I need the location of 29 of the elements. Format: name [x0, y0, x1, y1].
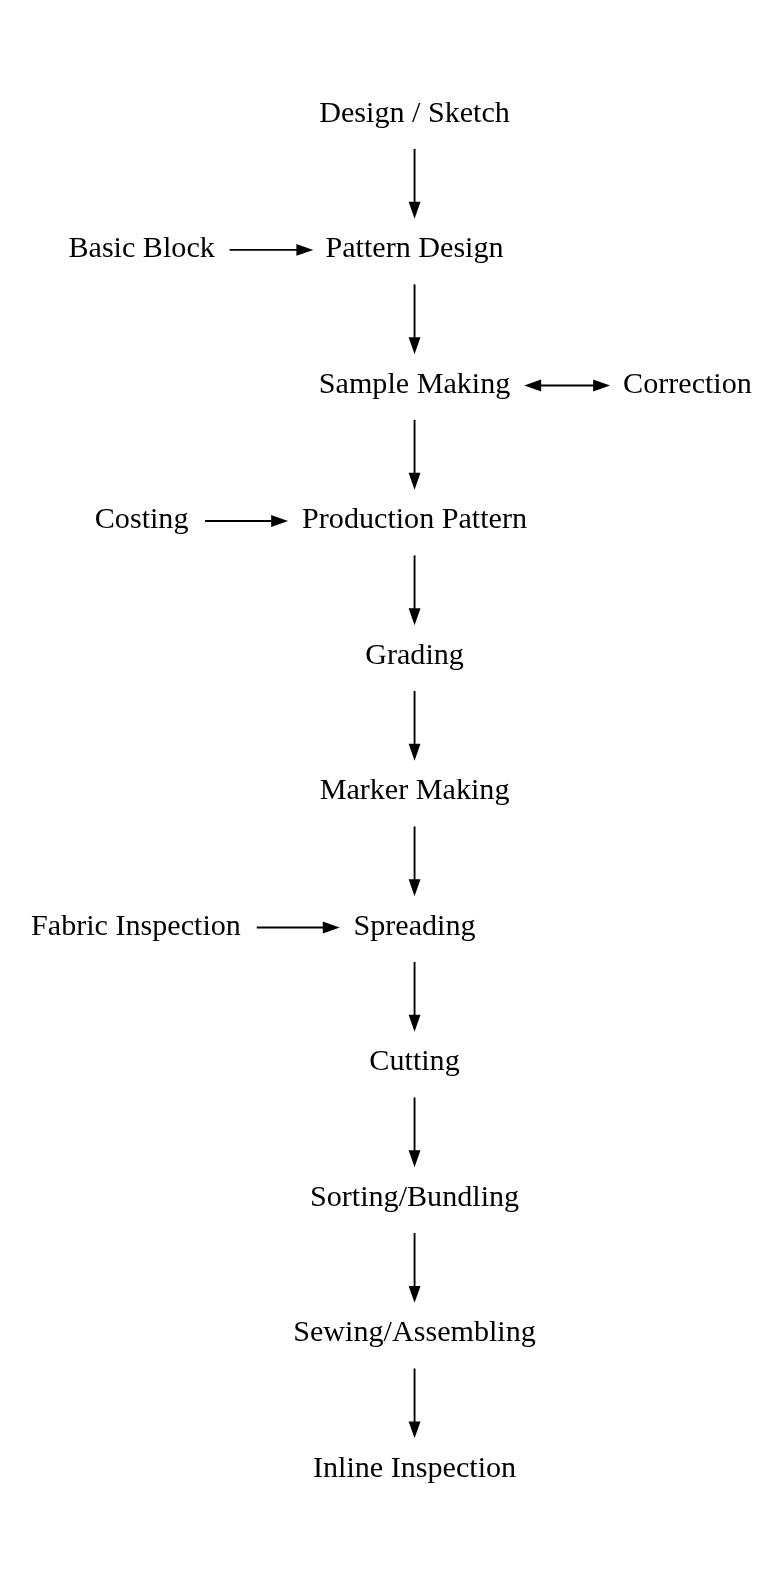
- node-text: Sorting/Bundling: [309, 1178, 520, 1213]
- node-text: Inline Inspection: [312, 1449, 517, 1484]
- node-text: Pattern Design: [325, 229, 504, 264]
- node-text: Grading: [365, 636, 464, 671]
- node-text: Design / Sketch: [319, 94, 510, 129]
- node-text: Spreading: [353, 907, 476, 942]
- node-text: Costing: [94, 500, 189, 535]
- arrow: [524, 379, 611, 391]
- arrow: [408, 825, 421, 896]
- node-text: Marker Making: [319, 771, 510, 806]
- node-text: Correction: [623, 365, 752, 400]
- node-text: Sample Making: [318, 365, 511, 400]
- arrow: [255, 921, 340, 933]
- arrow: [408, 1367, 421, 1438]
- node-text: Sewing/Assembling: [293, 1313, 536, 1348]
- arrow: [408, 1231, 421, 1303]
- arrow: [228, 243, 314, 256]
- arrow: [408, 960, 421, 1032]
- arrow: [408, 1096, 421, 1167]
- node-text: Basic Block: [68, 229, 215, 264]
- arrow: [408, 689, 421, 761]
- arrow: [408, 147, 421, 219]
- node-text: Fabric Inspection: [31, 907, 241, 942]
- arrow: [408, 553, 421, 625]
- arrow: [408, 418, 421, 490]
- arrow: [204, 514, 289, 527]
- node-text: Production Pattern: [302, 500, 528, 535]
- arrow: [408, 282, 421, 354]
- node-text: Cutting: [369, 1042, 460, 1077]
